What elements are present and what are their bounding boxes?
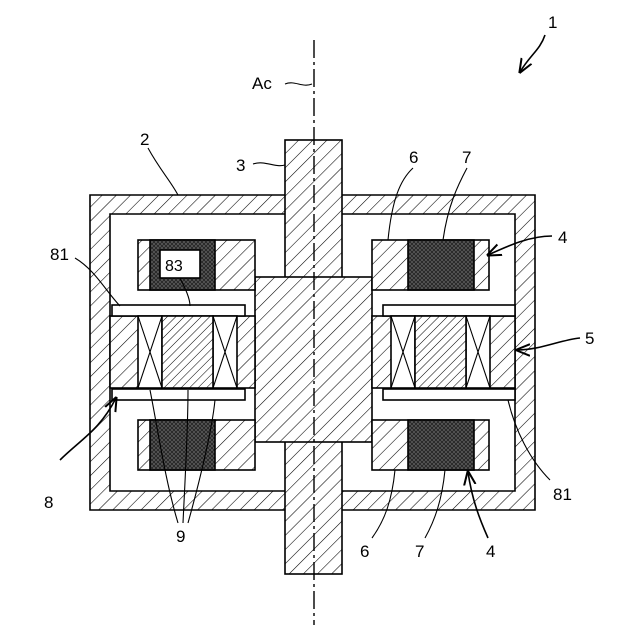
right-lower-plate bbox=[383, 389, 515, 400]
upper-left-magnet-unit bbox=[138, 240, 255, 290]
label-upper-7: 7 bbox=[462, 148, 471, 167]
label-bottom-9: 9 bbox=[176, 527, 185, 546]
left-coil-assembly bbox=[110, 305, 255, 400]
label-device: 1 bbox=[548, 13, 557, 32]
label-lower-7: 7 bbox=[415, 542, 424, 561]
lower-left-magnet-unit bbox=[138, 420, 255, 470]
label-right-81: 81 bbox=[553, 485, 572, 504]
label-left-83: 83 bbox=[165, 258, 183, 275]
right-core bbox=[415, 316, 466, 388]
label-axis: Ac bbox=[252, 74, 272, 93]
label-lower-right-4: 4 bbox=[486, 542, 495, 561]
label-left-81: 81 bbox=[50, 245, 69, 264]
lower-right-magnet-unit bbox=[372, 420, 489, 470]
upper-right-magnet-unit bbox=[372, 240, 489, 290]
right-coil-assembly bbox=[372, 305, 515, 400]
label-right-5: 5 bbox=[585, 329, 594, 348]
label-housing: 2 bbox=[140, 130, 149, 149]
label-lower-6: 6 bbox=[360, 542, 369, 561]
left-core bbox=[162, 316, 213, 388]
left-upper-plate bbox=[112, 305, 245, 316]
left-lower-plate bbox=[112, 389, 245, 400]
label-upper-right-4: 4 bbox=[558, 228, 567, 247]
label-upper-6: 6 bbox=[409, 148, 418, 167]
label-shaft: 3 bbox=[236, 156, 245, 175]
right-upper-plate bbox=[383, 305, 515, 316]
label-left-8: 8 bbox=[44, 493, 53, 512]
